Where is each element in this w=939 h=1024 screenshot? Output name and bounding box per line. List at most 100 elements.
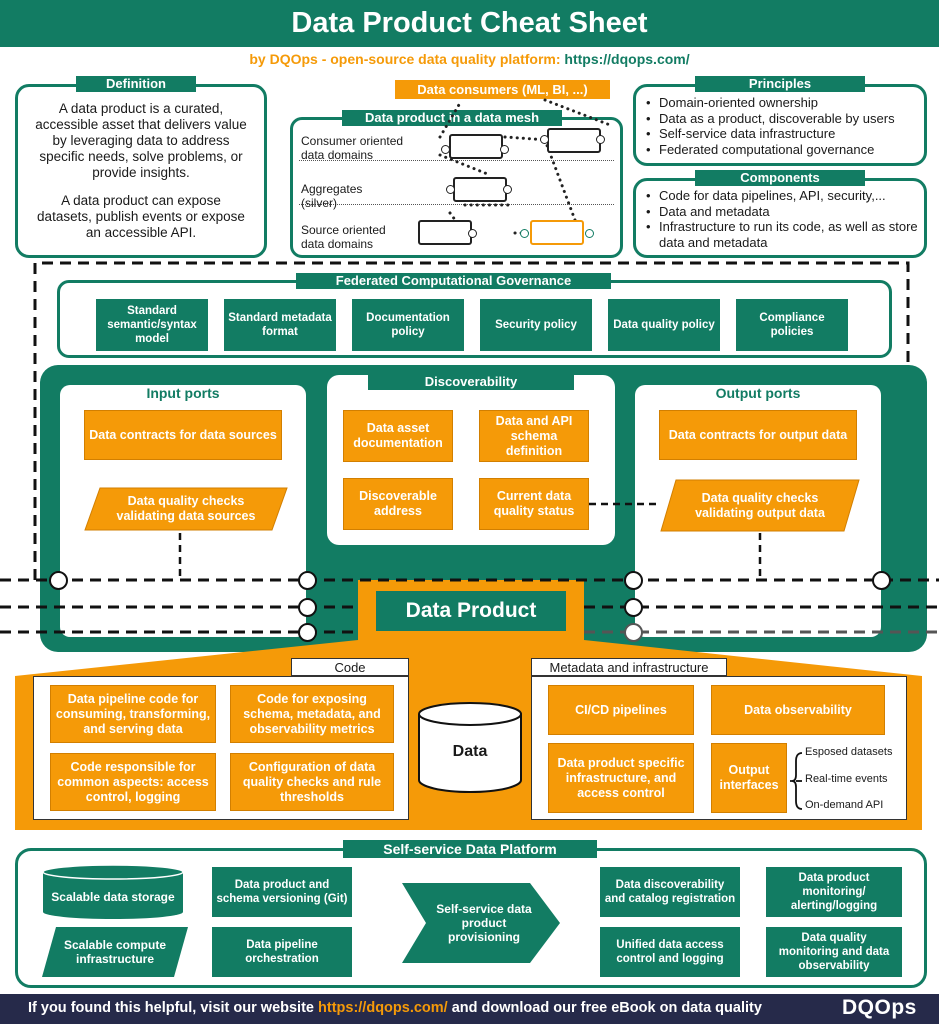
self-service-provisioning: Self-service data product provisioning [436, 902, 532, 944]
unified-access-control: Unified data access control and logging [600, 927, 740, 977]
input-port-connector [298, 571, 317, 590]
code-exposing-schema: Code for exposing schema, metadata, and … [230, 685, 394, 743]
schema-versioning: Data product and schema versioning (Git) [212, 867, 352, 917]
principles-list: Domain-oriented ownership Data as a prod… [644, 95, 895, 157]
provisioning-chevron [402, 883, 560, 963]
data-mesh-header: Data product in a data mesh [342, 110, 562, 126]
code-common-aspects: Code responsible for common aspects: acc… [50, 753, 216, 811]
cicd-pipelines: CI/CD pipelines [548, 685, 694, 735]
output-ports-header: Output ports [715, 385, 801, 401]
mesh-node-aggregate [453, 177, 507, 202]
product-infrastructure: Data product specific infrastructure, an… [548, 743, 694, 813]
input-ports-header: Input ports [146, 385, 220, 401]
input-port-connector [298, 623, 317, 642]
governance-item-compliance: Compliance policies [736, 299, 848, 351]
output-port-connector [624, 623, 643, 642]
footer-suffix: and download our free eBook on data qual… [447, 1000, 762, 1016]
product-monitoring: Data product monitoring/ alerting/loggin… [766, 867, 902, 917]
discoverable-address: Discoverable address [343, 478, 453, 530]
mesh-port [585, 229, 594, 238]
interface-item: On-demand API [805, 799, 884, 811]
governance-panel: Standard semantic/syntax model Standard … [57, 280, 892, 358]
components-panel: Code for data pipelines, API, security,.… [633, 178, 927, 258]
output-dq-checks-shape [660, 479, 860, 532]
pipeline-orchestration: Data pipeline orchestration [212, 927, 352, 977]
metadata-header: Metadata and infrastructure [531, 658, 727, 676]
mesh-row-divider [299, 204, 614, 205]
data-store-icon [418, 702, 522, 793]
mesh-node-consumer-1 [449, 134, 503, 159]
output-port-connector [624, 598, 643, 617]
subtitle-text: by DQOps - open-source data quality plat… [249, 51, 565, 67]
platform-header: Self-service Data Platform [343, 840, 597, 858]
mesh-port [468, 229, 477, 238]
subtitle-link[interactable]: https://dqops.com/ [564, 51, 690, 67]
data-product-title: Data Product [376, 591, 566, 631]
principle-item: Federated computational governance [644, 142, 895, 158]
mesh-port [446, 185, 455, 194]
subtitle: by DQOps - open-source data quality plat… [0, 51, 939, 67]
footer-prefix: If you found this helpful, visit our web… [28, 1000, 319, 1016]
components-list: Code for data pipelines, API, security,.… [644, 188, 920, 250]
mesh-node-source-2 [530, 220, 584, 245]
input-dq-checks-shape [84, 487, 288, 531]
current-dq-status: Current data quality status [479, 478, 589, 530]
dqops-logo[interactable]: DQOps [842, 996, 917, 1019]
input-dq-checks: Data quality checks validating data sour… [116, 494, 256, 523]
component-item: Data and metadata [644, 204, 920, 220]
compute-shape [42, 927, 188, 977]
platform-panel: Scalable data storage Scalable compute i… [15, 848, 927, 988]
code-header: Code [291, 658, 409, 676]
input-port-connector [298, 598, 317, 617]
data-observability: Data observability [711, 685, 885, 735]
governance-header: Federated Computational Governance [296, 273, 611, 289]
definition-para2: A data product can expose datasets, publ… [37, 193, 245, 240]
footer-bar: If you found this helpful, visit our web… [0, 994, 939, 1024]
scalable-compute: Scalable compute infrastructure [63, 938, 167, 966]
governance-item-documentation: Documentation policy [352, 299, 464, 351]
principles-header: Principles [695, 76, 865, 92]
code-pipeline: Data pipeline code for consuming, transf… [50, 685, 216, 743]
data-store-label: Data [452, 743, 488, 760]
component-item: Code for data pipelines, API, security,.… [644, 188, 920, 204]
code-panel: Data pipeline code for consuming, transf… [33, 676, 409, 820]
data-consumers-label: Data consumers (ML, BI, ...) [395, 80, 610, 99]
catalog-registration: Data discoverability and catalog registr… [600, 867, 740, 917]
title-bar: Data Product Cheat Sheet [0, 0, 939, 47]
footer-text: If you found this helpful, visit our web… [28, 1000, 762, 1016]
code-dq-configuration: Configuration of data quality checks and… [230, 753, 394, 811]
governance-item-data-quality: Data quality policy [608, 299, 720, 351]
governance-item-metadata-format: Standard metadata format [224, 299, 336, 351]
components-header: Components [695, 170, 865, 186]
output-port-connector [624, 571, 643, 590]
interfaces-brace [790, 752, 803, 810]
schema-definition: Data and API schema definition [479, 410, 589, 462]
mesh-port [540, 135, 549, 144]
governance-item-semantic-model: Standard semantic/syntax model [96, 299, 208, 351]
input-data-contracts: Data contracts for data sources [84, 410, 282, 460]
governance-item-security: Security policy [480, 299, 592, 351]
output-interfaces: Output interfaces [711, 743, 787, 813]
storage-cylinder [42, 864, 184, 919]
dq-monitoring: Data quality monitoring and data observa… [766, 927, 902, 977]
definition-header: Definition [76, 76, 196, 92]
mesh-row-source: Source oriented data domains [301, 223, 386, 251]
footer-link[interactable]: https://dqops.com/ [318, 1000, 448, 1016]
definition-para1: A data product is a curated, accessible … [35, 101, 247, 180]
mesh-row-consumer: Consumer oriented data domains [301, 134, 404, 162]
mesh-port [441, 145, 450, 154]
scalable-storage: Scalable data storage [51, 890, 175, 904]
output-dq-checks: Data quality checks validating output da… [695, 490, 825, 520]
discoverability-header: Discoverability [368, 374, 574, 390]
interface-item: Esposed datasets [805, 746, 893, 758]
mesh-port [500, 145, 509, 154]
interface-item: Real-time events [805, 773, 888, 785]
data-asset-documentation: Data asset documentation [343, 410, 453, 462]
mesh-port [503, 185, 512, 194]
principle-item: Domain-oriented ownership [644, 95, 895, 111]
mesh-row-aggregates: Aggregates (silver) [301, 182, 363, 210]
output-data-contracts: Data contracts for output data [659, 410, 857, 460]
output-port-connector [872, 571, 891, 590]
mesh-port [520, 229, 529, 238]
component-item: Infrastructure to run its code, as well … [644, 219, 920, 250]
